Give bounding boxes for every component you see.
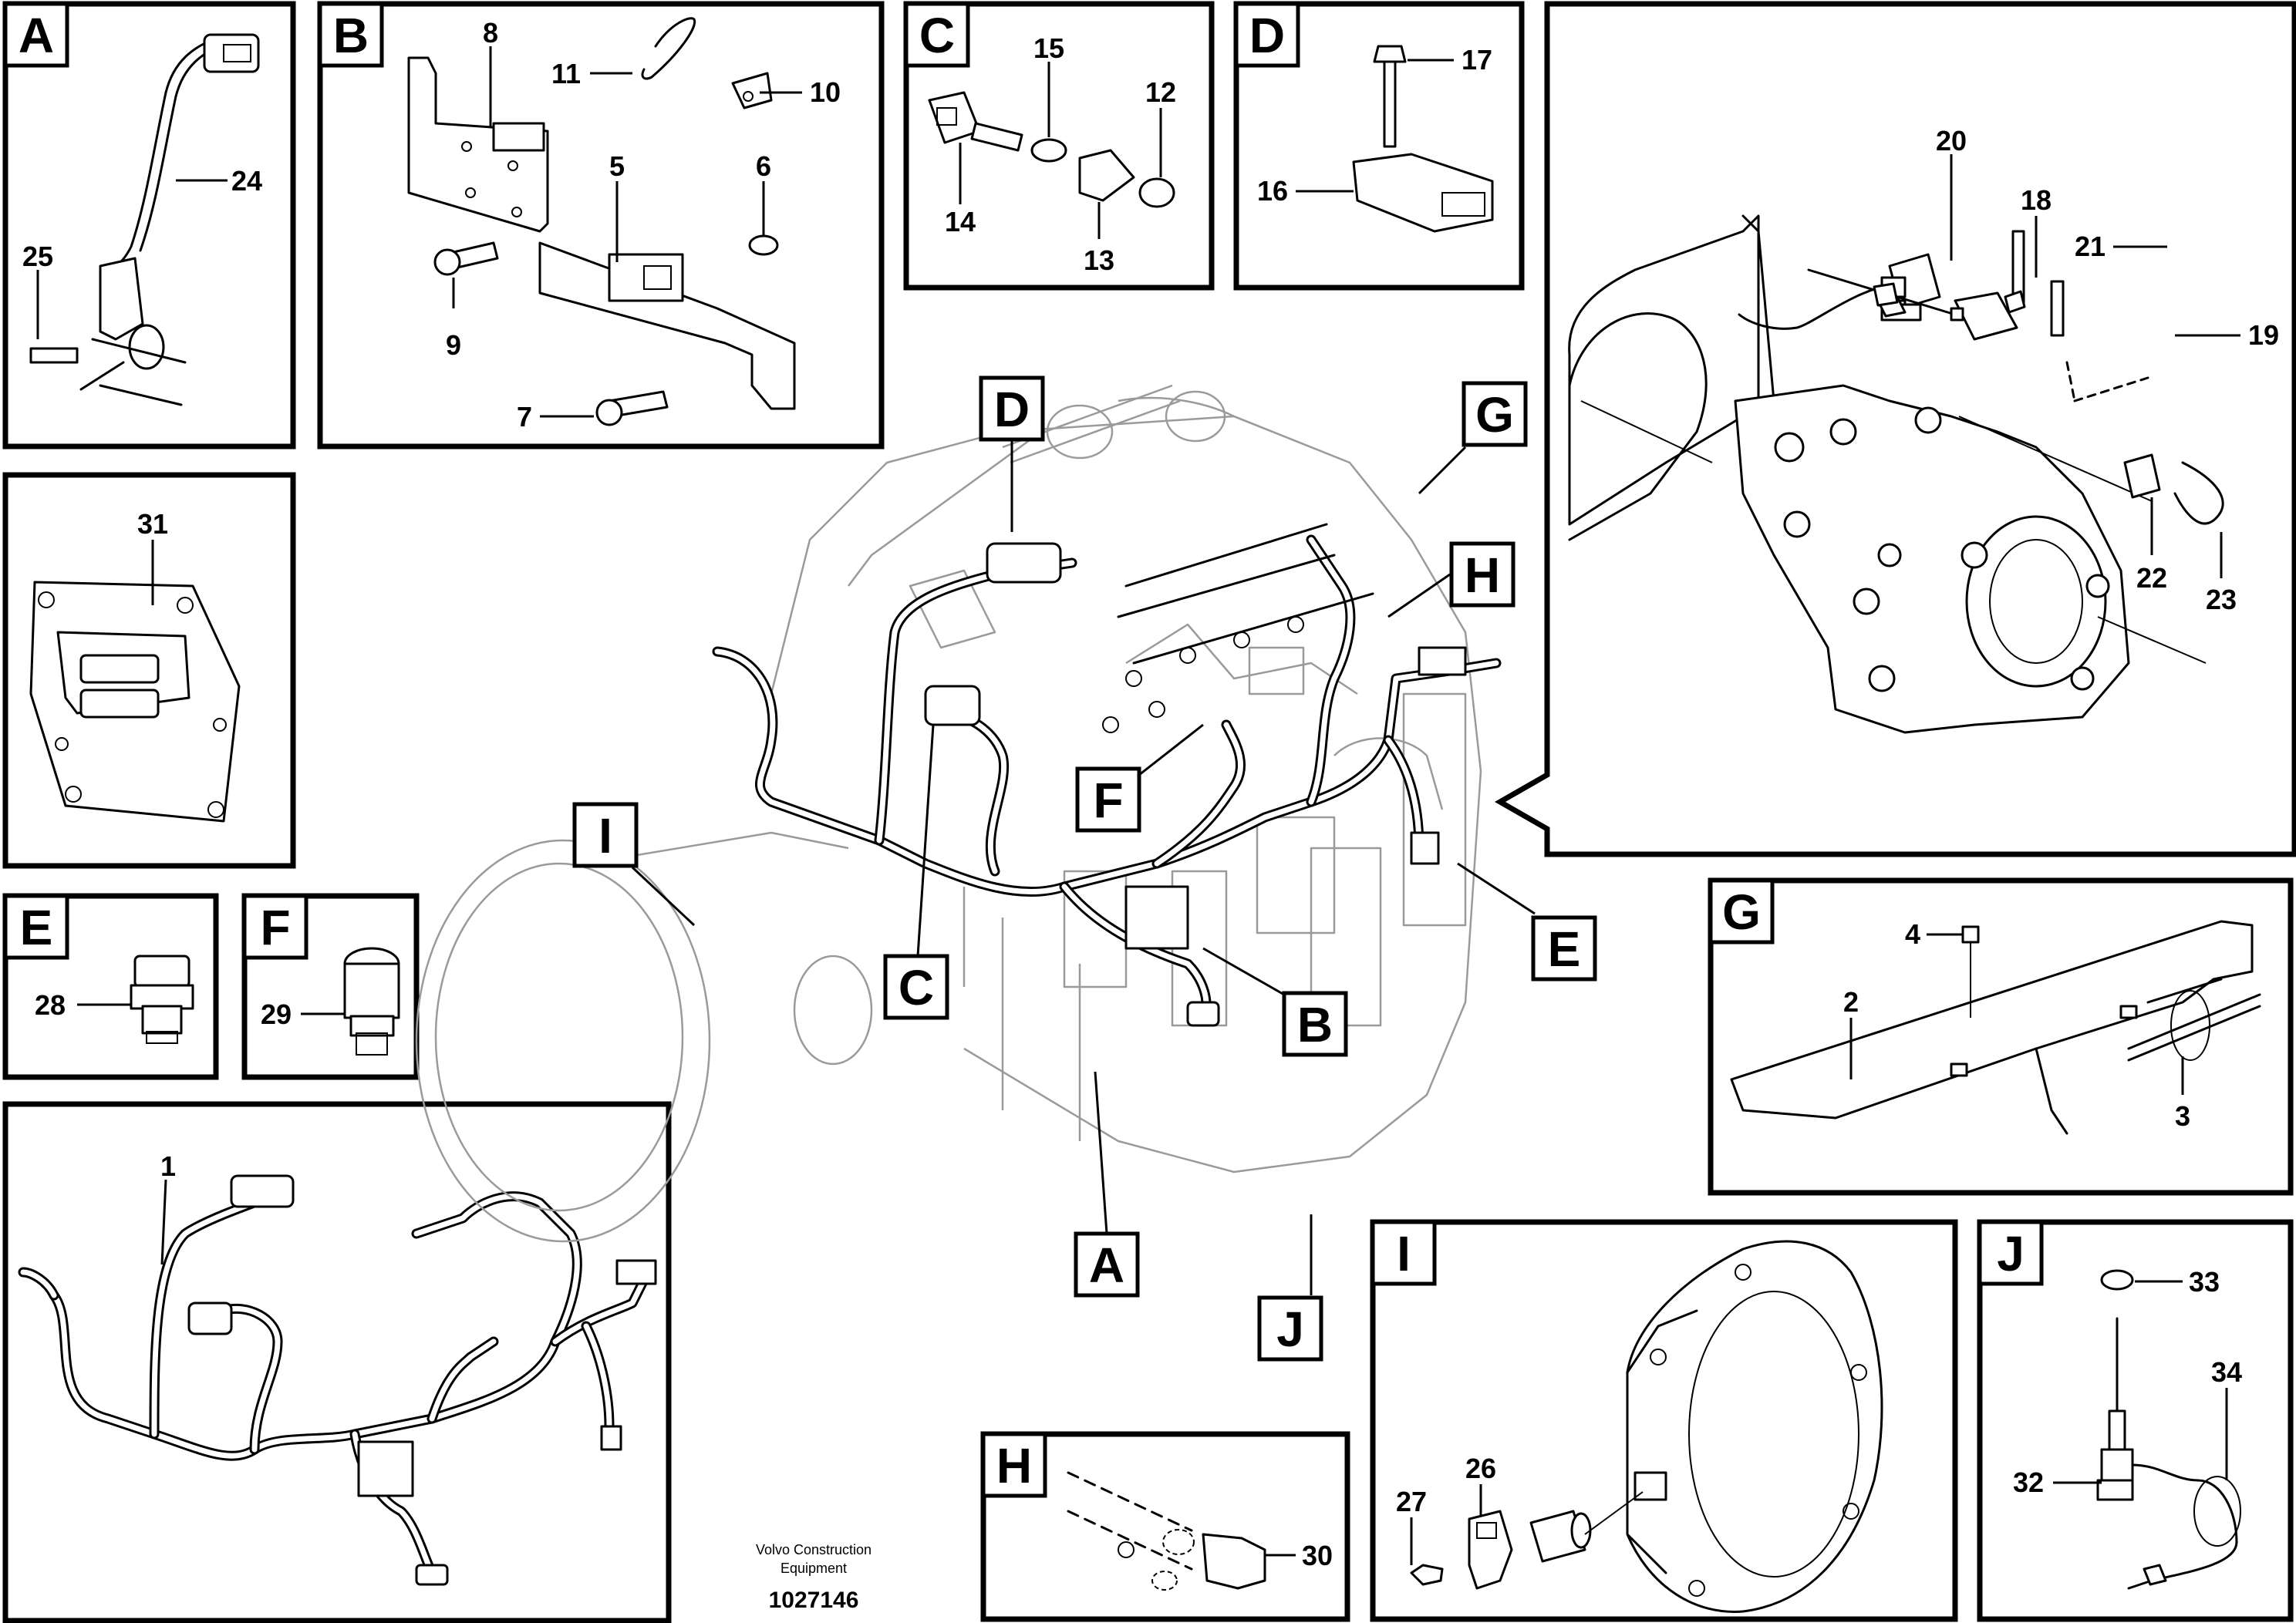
cable-guide-bracket (1730, 920, 2261, 1135)
temperature-switch (130, 955, 194, 1044)
part-number-14: 14 (945, 206, 976, 237)
callout-e: E (1548, 921, 1581, 977)
part-number-9: 9 (446, 329, 461, 361)
callout-j: J (1276, 1301, 1304, 1357)
panel-j: J 33 34 32 (1977, 1219, 2294, 1622)
part-number-34: 34 (2211, 1356, 2242, 1388)
company-name-line1: Volvo Construction (756, 1542, 872, 1557)
callout-g: G (1475, 387, 1514, 443)
part-number-26: 26 (1465, 1453, 1496, 1484)
part-number-24: 24 (231, 165, 262, 197)
flywheel-housing (1626, 1240, 1883, 1613)
part-number-17: 17 (1462, 44, 1492, 76)
panel-b: B 8 11 10 5 6 9 7 (317, 1, 885, 450)
panel-c-label: C (919, 8, 955, 63)
ecu-mounting-bracket (407, 56, 796, 410)
panel-g-label: G (1722, 884, 1761, 940)
panel-c: C 15 12 14 13 (903, 1, 1215, 291)
part-number-23: 23 (2206, 584, 2237, 615)
engine-harness-routing (712, 523, 1502, 1027)
speed-sensor (1410, 1510, 1592, 1590)
part-number-32: 32 (2013, 1466, 2044, 1498)
callout-c: C (899, 960, 934, 1015)
panel-h: H 30 (980, 1431, 1350, 1622)
part-number-18: 18 (2021, 184, 2052, 216)
drawing-footer: Volvo Construction Equipment 1027146 (756, 1542, 872, 1613)
engine-callouts: D G H F I C E B A J (572, 375, 1597, 1362)
part-number-29: 29 (261, 998, 292, 1030)
engine-assembly (415, 384, 1482, 1243)
panel-b-label: B (333, 8, 369, 63)
part-number-10: 10 (810, 76, 841, 108)
panel-f: F 29 (241, 893, 420, 1080)
level-sensor (2096, 1269, 2241, 1590)
part-number-22: 22 (2136, 562, 2167, 594)
part-number-19: 19 (2248, 319, 2279, 351)
part-number-27: 27 (1396, 1486, 1427, 1517)
callout-i: I (598, 808, 612, 864)
part-number-6: 6 (756, 150, 771, 182)
part-number-33: 33 (2189, 1266, 2220, 1298)
panel-d: D 17 16 (1233, 1, 1525, 291)
crankshaft-sensor-cable (29, 33, 260, 406)
part-number-16: 16 (1257, 175, 1288, 207)
part-number-30: 30 (1302, 1540, 1333, 1571)
part-number-12: 12 (1145, 76, 1176, 108)
panel-a-label: A (19, 8, 54, 63)
timing-cover-detail: 20 18 21 19 22 23 (1494, 1, 2296, 857)
panel-ecu: 31 (2, 472, 296, 869)
part-number-31: 31 (137, 508, 168, 540)
panel-h-label: H (996, 1438, 1032, 1493)
engine-wiring-harness (18, 1174, 657, 1586)
part-number-13: 13 (1084, 244, 1114, 276)
part-number-5: 5 (609, 150, 625, 182)
part-number-21: 21 (2075, 231, 2106, 262)
panel-f-label: F (260, 900, 290, 955)
engine-control-unit (29, 581, 241, 823)
panel-g: G 4 2 3 (1708, 877, 2294, 1196)
part-number-11: 11 (551, 58, 581, 89)
callout-h: H (1465, 547, 1500, 603)
panel-harness: 1 (2, 1101, 672, 1623)
panel-j-label: J (1997, 1226, 2025, 1281)
part-number-1: 1 (160, 1150, 176, 1182)
part-number-15: 15 (1033, 32, 1064, 64)
part-number-25: 25 (22, 241, 53, 272)
panel-i: I 26 27 (1370, 1219, 1958, 1622)
temperature-sensor-parts (928, 91, 1175, 208)
part-number-4: 4 (1905, 918, 1920, 950)
panel-a: A 24 25 (2, 1, 296, 450)
part-number-20: 20 (1936, 125, 1967, 157)
drawing-number: 1027146 (769, 1588, 859, 1613)
company-name-line2: Equipment (781, 1561, 847, 1576)
pressure-switch (343, 947, 400, 1056)
part-number-7: 7 (517, 401, 532, 433)
part-number-3: 3 (2175, 1100, 2190, 1132)
timing-cover (1734, 384, 2130, 734)
position-sensor (1067, 1471, 1266, 1591)
part-number-2: 2 (1843, 986, 1859, 1018)
panel-e-label: E (20, 900, 53, 955)
callout-f: F (1093, 773, 1123, 828)
part-number-28: 28 (35, 989, 66, 1021)
panel-d-label: D (1249, 8, 1285, 63)
callout-a: A (1089, 1237, 1124, 1293)
part-number-8: 8 (483, 17, 498, 49)
camshaft-sensor (1738, 230, 2224, 525)
pressure-sensor (1352, 45, 1494, 233)
panel-i-label: I (1397, 1226, 1411, 1281)
callout-d: D (994, 382, 1030, 437)
panel-e: E 28 (2, 893, 219, 1080)
callout-b: B (1297, 997, 1333, 1052)
